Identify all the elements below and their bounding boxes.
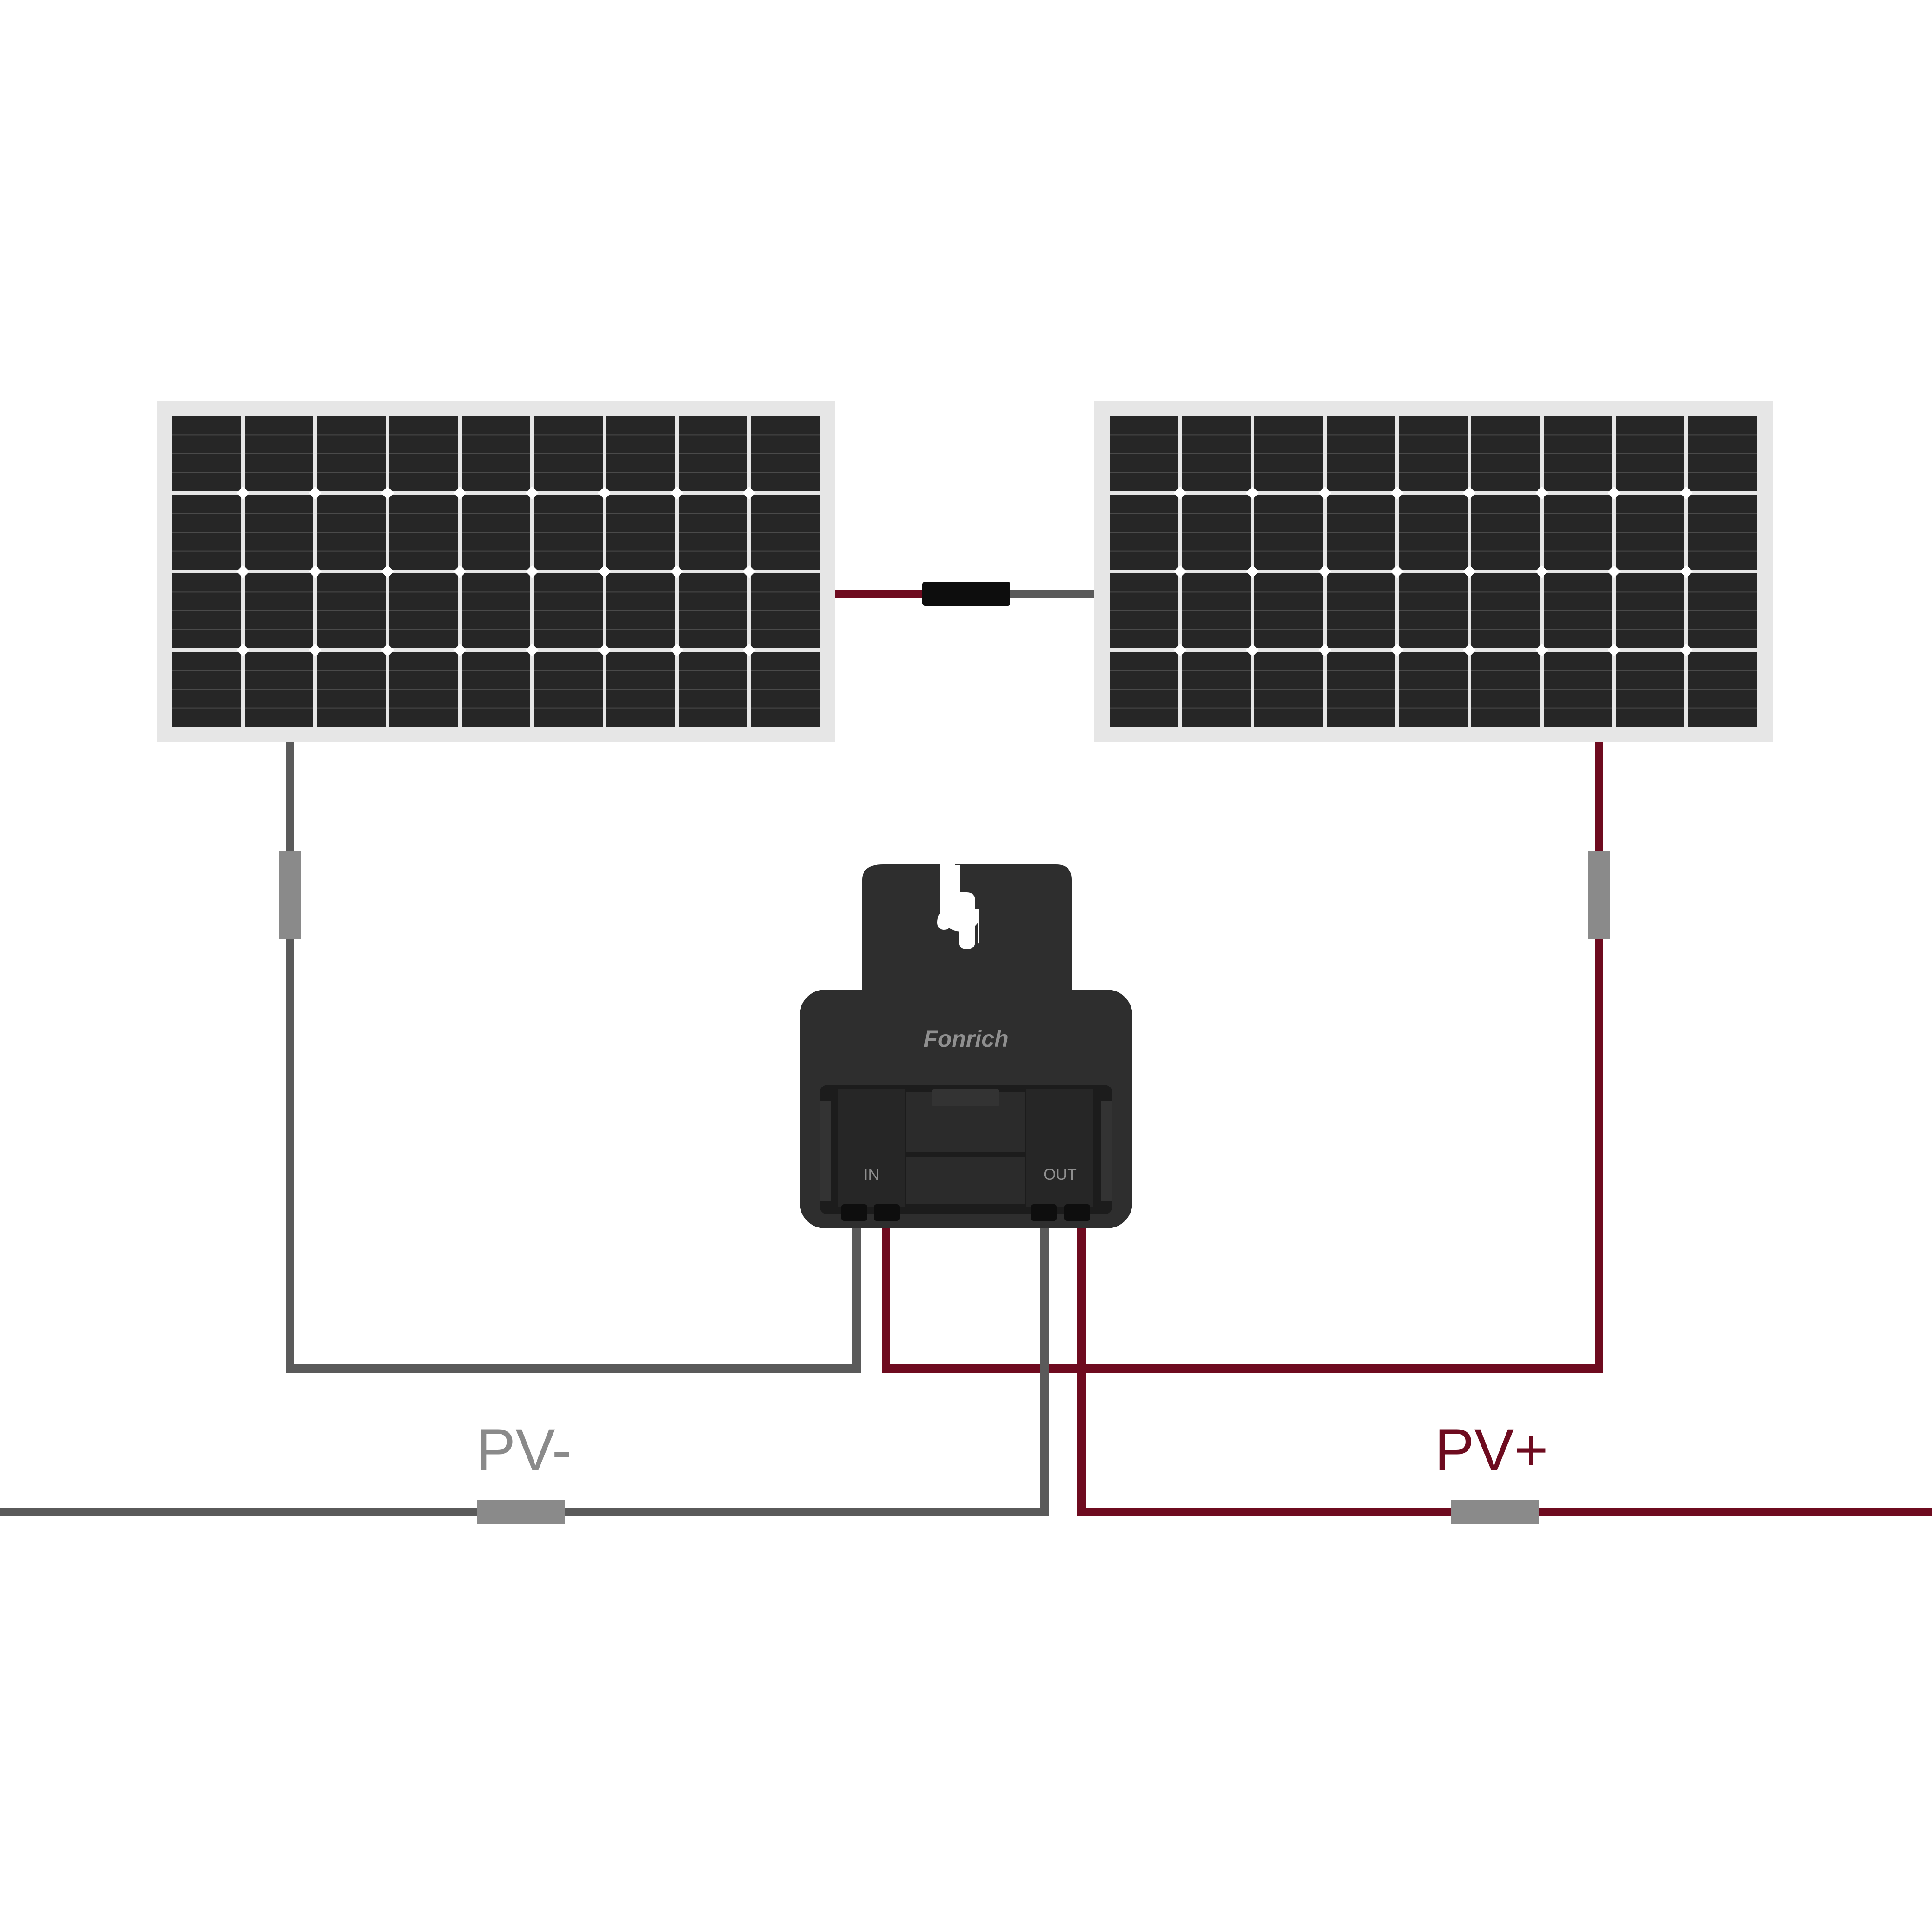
cell-corner (526, 486, 539, 500)
out-negative-wire (0, 1224, 1049, 1516)
cell-corner (236, 565, 249, 578)
cell-corner (743, 643, 756, 657)
pv-positive-connector (1451, 1500, 1539, 1524)
wires (0, 590, 1932, 1516)
cell-corner (526, 565, 539, 578)
cell-corner (453, 486, 466, 500)
left-wire-connector (279, 851, 301, 939)
cell-corner (1391, 643, 1404, 657)
cell-corner (1608, 486, 1621, 500)
right-panel-cells (1110, 416, 1757, 727)
cell-corner (309, 565, 322, 578)
series-link-connector (922, 582, 1010, 606)
mounting-slot (937, 865, 975, 949)
brand-logo: Fonrich (923, 1026, 1008, 1052)
cell-corner (670, 643, 683, 657)
cell-corner (598, 486, 611, 500)
cell-corner (1246, 486, 1259, 500)
cell-corner (1174, 643, 1187, 657)
cell-corner (1318, 643, 1331, 657)
out-negative-terminal (1031, 1204, 1057, 1221)
cell-corner (743, 486, 756, 500)
out-positive-terminal (1064, 1204, 1090, 1221)
housing-side-right (1101, 1101, 1112, 1201)
cell-corner (1535, 486, 1548, 500)
cell-corner (381, 643, 394, 657)
cell-corner (1680, 643, 1693, 657)
cell-corner (309, 643, 322, 657)
cell-corner (1535, 565, 1548, 578)
left-panel-cells (172, 416, 820, 727)
right-panel-positive-wire (882, 742, 1603, 1373)
cell-corner (743, 565, 756, 578)
housing-side-left (820, 1101, 831, 1201)
housing-center-lower (906, 1157, 1025, 1204)
mounting-bracket (862, 864, 1072, 992)
in-label: IN (864, 1166, 879, 1183)
cell-corner (1608, 643, 1621, 657)
cell-corner (1391, 486, 1404, 500)
pv-positive-label: PV+ (1435, 1417, 1549, 1483)
cell-corner (1680, 565, 1693, 578)
cell-corner (1174, 486, 1187, 500)
cell-corner (1535, 643, 1548, 657)
right-solar-panel (1094, 401, 1773, 742)
cell-corner (1391, 565, 1404, 578)
cell-corner (309, 486, 322, 500)
cell-corner (236, 486, 249, 500)
cell-corner (526, 643, 539, 657)
wire-connectors (279, 851, 1610, 1524)
cell-corner (453, 565, 466, 578)
right-wire-connector (1588, 851, 1610, 939)
out-positive-wire (1077, 1224, 1932, 1516)
pv-negative-connector (477, 1500, 565, 1524)
cell-corner (1680, 486, 1693, 500)
cell-corner (236, 643, 249, 657)
cell-corner (453, 643, 466, 657)
left-solar-panel (157, 401, 835, 742)
cell-corner (381, 486, 394, 500)
cell-corner (1463, 643, 1476, 657)
cell-corner (1174, 565, 1187, 578)
in-negative-terminal (841, 1204, 867, 1221)
cell-corner (598, 643, 611, 657)
housing-left-bay (838, 1089, 905, 1208)
pv-negative-label: PV- (476, 1417, 572, 1483)
cell-corner (670, 486, 683, 500)
cell-corner (670, 565, 683, 578)
left-panel-negative-wire (286, 742, 861, 1373)
cell-corner (1246, 565, 1259, 578)
housing-latch (932, 1089, 999, 1106)
cell-corner (1246, 643, 1259, 657)
cell-corner (1463, 565, 1476, 578)
cell-corner (1318, 565, 1331, 578)
cell-corner (1463, 486, 1476, 500)
cell-corner (1318, 486, 1331, 500)
housing-right-bay (1026, 1089, 1093, 1208)
out-label: OUT (1043, 1166, 1077, 1183)
cell-corner (598, 565, 611, 578)
cell-corner (1608, 565, 1621, 578)
cell-corner (381, 565, 394, 578)
in-positive-terminal (874, 1204, 900, 1221)
junction-box-icon: Fonrich IN OUT (800, 864, 1132, 1228)
